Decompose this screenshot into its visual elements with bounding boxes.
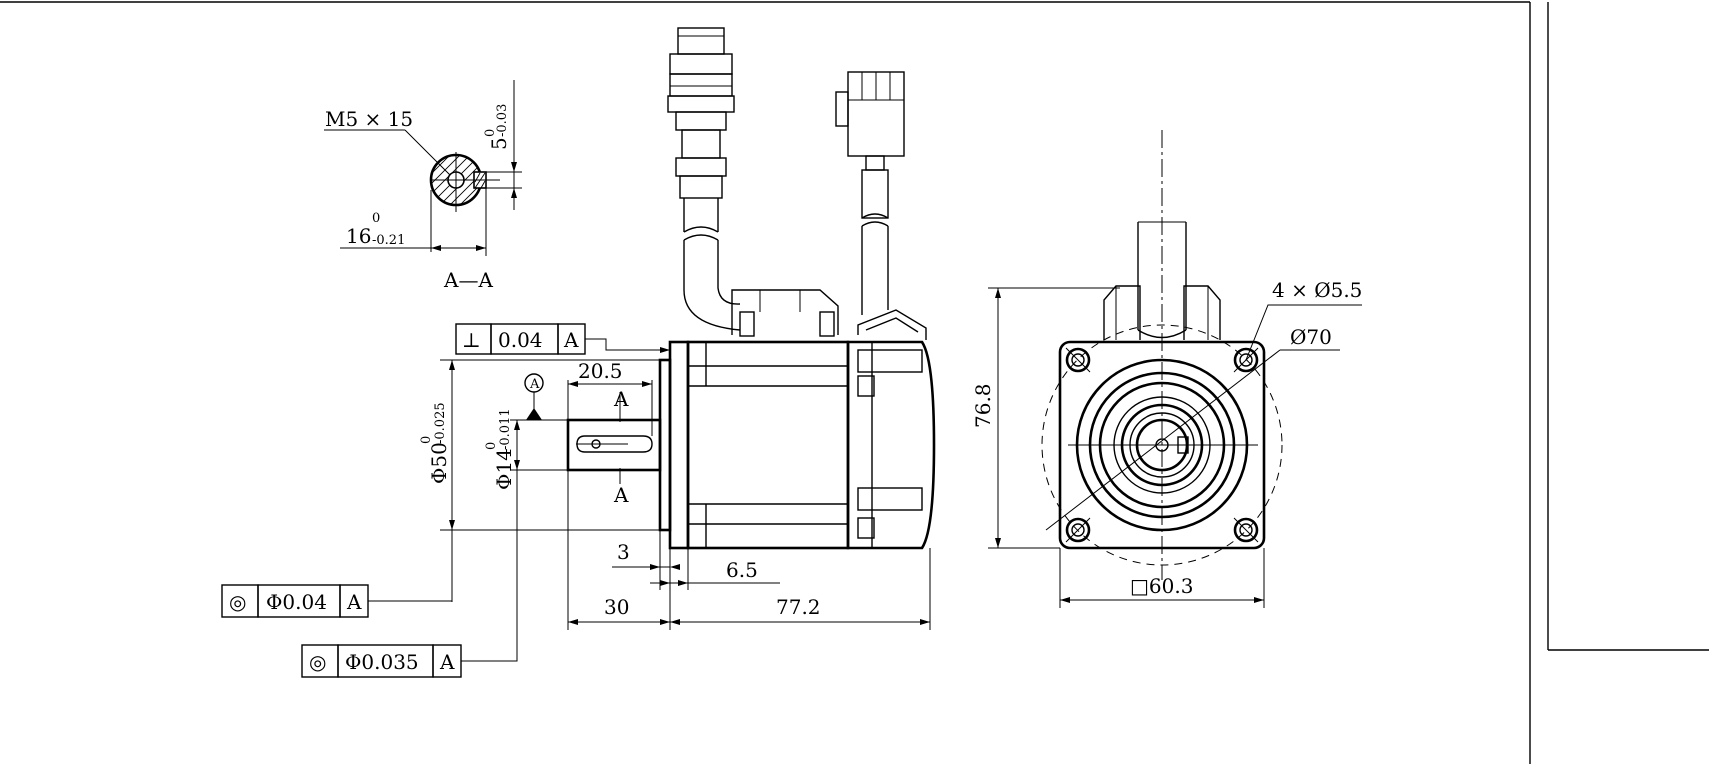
svg-text:Φ0.035: Φ0.035 — [345, 650, 419, 674]
concentricity-frame-1: ◎ Φ0.04 A — [221, 530, 453, 618]
key-length-dim: 20.5 — [567, 359, 653, 436]
square-dim: □60.3 — [1059, 548, 1265, 608]
shaft — [566, 418, 662, 472]
svg-text:0: 0 — [484, 442, 499, 450]
side-view: ⊥ 0.04 A A 20.5 A A — [221, 27, 936, 678]
flange-thk-dim: 3 — [612, 540, 680, 570]
svg-text:A: A — [346, 590, 362, 614]
svg-text:0: 0 — [483, 129, 498, 137]
flange — [668, 340, 690, 550]
top-connectors — [731, 289, 927, 340]
svg-text:Φ14: Φ14 — [492, 448, 516, 490]
svg-text:-0.21: -0.21 — [372, 233, 405, 248]
motor-body — [686, 340, 850, 550]
svg-text:Φ50: Φ50 — [427, 442, 451, 484]
svg-text:20.5: 20.5 — [578, 359, 623, 383]
bolt-circle-label: Ø70 — [1290, 325, 1332, 349]
key-depth-dim: 5 0 -0.03 — [483, 104, 511, 150]
svg-text:-0.025: -0.025 — [433, 402, 448, 444]
svg-text:-0.03: -0.03 — [495, 104, 510, 137]
body-len-dim: 77.2 — [670, 595, 930, 625]
section-label: A—A — [443, 268, 493, 292]
thread-callout: M5 × 15 — [325, 107, 413, 131]
pilot-dia-dim: Φ50 0 -0.025 — [419, 359, 660, 602]
svg-text:76.8: 76.8 — [971, 383, 995, 428]
svg-text:30: 30 — [604, 595, 629, 619]
cut-label-bottom: A — [613, 483, 629, 507]
svg-text:◎: ◎ — [309, 650, 326, 674]
encoder-cable — [835, 71, 905, 315]
svg-text:77.2: 77.2 — [776, 595, 821, 619]
svg-text:◎: ◎ — [229, 590, 246, 614]
shaft-len-dim: 30 — [568, 595, 670, 625]
svg-text:□60.3: □60.3 — [1130, 574, 1193, 598]
square-flange — [1058, 340, 1266, 550]
cut-label-top: A — [613, 387, 629, 411]
perpendicularity-frame: ⊥ 0.04 A — [455, 323, 670, 355]
holes-label: 4 × Ø5.5 — [1272, 278, 1362, 302]
svg-text:A: A — [439, 650, 455, 674]
svg-text:3: 3 — [617, 540, 630, 564]
encoder-housing — [846, 340, 936, 550]
svg-text:6.5: 6.5 — [726, 558, 758, 582]
pilot — [658, 358, 672, 532]
svg-text:-0.011: -0.011 — [498, 408, 513, 450]
svg-text:A: A — [563, 328, 579, 352]
height-dim-front: 76.8 — [971, 287, 1120, 549]
svg-text:A: A — [529, 377, 540, 392]
svg-text:0.04: 0.04 — [498, 328, 543, 352]
mounting-holes — [1065, 347, 1259, 543]
section-a-a: M5 × 15 5 0 -0.03 16 0 -0.21 A—A — [324, 80, 522, 292]
svg-text:Φ0.04: Φ0.04 — [266, 590, 327, 614]
concentricity-frame-2: ◎ Φ0.035 A — [301, 470, 518, 678]
height-dim: 16 0 -0.21 — [346, 211, 405, 248]
svg-text:0: 0 — [372, 211, 380, 226]
svg-text:5: 5 — [487, 137, 511, 150]
front-view: Ø70 4 × Ø5.5 76.8 □60.3 — [971, 130, 1362, 608]
svg-text:0: 0 — [419, 436, 434, 444]
keyway — [576, 435, 653, 453]
pilot-len-dim: 6.5 — [650, 558, 780, 586]
datum-a: A — [516, 373, 568, 421]
svg-text:⊥: ⊥ — [462, 328, 481, 352]
shaft-dia-dim: Φ14 0 -0.011 — [484, 408, 568, 660]
power-cable — [667, 27, 741, 331]
svg-text:16: 16 — [346, 224, 371, 248]
